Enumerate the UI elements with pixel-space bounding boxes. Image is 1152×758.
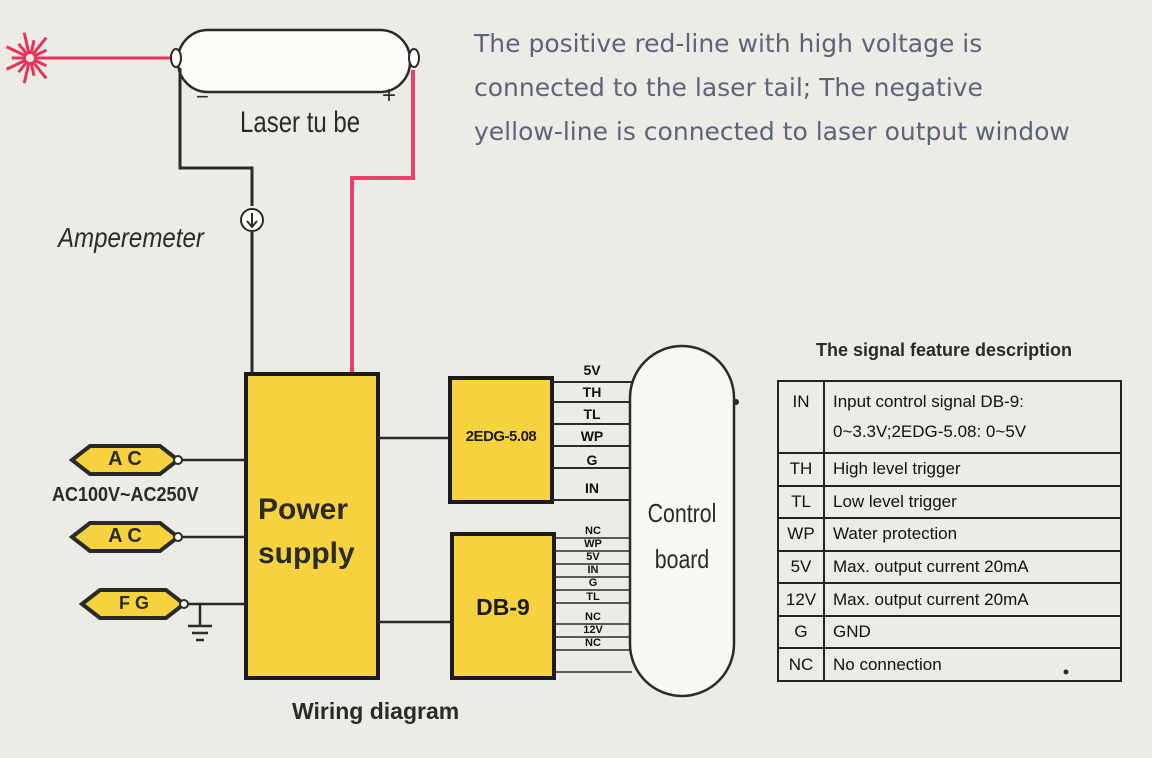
fg-tag-label: F G [119, 593, 149, 613]
signal-table-title: The signal feature description [816, 340, 1073, 360]
fg-tag [78, 588, 246, 620]
pin-db9-g: G [588, 577, 598, 589]
pin-db9-wp: WP [584, 538, 602, 550]
ac-range-label: AC100V~AC250V [52, 484, 199, 506]
table-row: G GND [777, 614, 1122, 650]
pin-2edg-5v: 5V [583, 362, 601, 378]
power-supply-label: Power supply [258, 488, 355, 576]
negative-wire [178, 68, 254, 206]
table-row: IN Input control signal DB-9: 0~3.3V;2ED… [777, 380, 1122, 454]
pin-2edg-tl: TL [583, 406, 601, 422]
power-supply-line-1: Power [258, 493, 349, 526]
ac-tag-1-label: A C [108, 448, 142, 470]
pin-db9-nc-3: NC [585, 637, 601, 649]
signal-desc-line-2: 0~3.3V;2EDG-5.08: 0~5V [833, 422, 1027, 441]
signal-code: IN [777, 380, 825, 454]
pin-db9-in: IN [587, 564, 599, 576]
laser-ray [22, 32, 31, 55]
laser-ray [32, 58, 48, 68]
laser-ray [5, 45, 28, 58]
laser-ray [31, 60, 48, 80]
note-line-3: yellow-line is connected to laser output… [474, 117, 1070, 146]
ac-tag-1 [68, 444, 246, 476]
connector-2edg-label: 2EDG-5.08 [465, 428, 537, 445]
laser-burst-icon [5, 32, 56, 84]
table-row: WP Water protection [777, 517, 1122, 552]
pin-db9-nc-2: NC [585, 611, 601, 623]
laser-ray [31, 36, 48, 56]
ac-tag-2 [68, 521, 246, 553]
positive-wire [350, 70, 415, 374]
control-board-box [628, 344, 736, 698]
control-board-line-1: Control [647, 498, 717, 528]
signal-code: 12V [777, 582, 825, 617]
wiring-note: The positive red-line with high voltage … [474, 22, 1144, 154]
table-row: NC No connection [777, 647, 1122, 682]
laser-tube [170, 28, 420, 94]
amperemeter-label: Amperemeter [58, 222, 204, 253]
note-line-1: The positive red-line with high voltage … [474, 29, 983, 58]
signal-desc: Water protection [823, 517, 1122, 552]
table-row: 12V Max. output current 20mA [777, 582, 1122, 617]
laser-tube-label: Laser tu be [240, 106, 361, 139]
signal-desc: No connection [823, 647, 1122, 682]
signal-table: IN Input control signal DB-9: 0~3.3V;2ED… [777, 380, 1122, 682]
pin-2edg-g: G [586, 452, 598, 468]
laser-ray [29, 39, 36, 55]
signal-code: G [777, 614, 825, 650]
connector-2edg-box [448, 376, 554, 504]
pin-db9-nc-1: NC [585, 525, 601, 537]
ac-tag-2-label: A C [108, 525, 142, 547]
laser-ray [29, 61, 36, 77]
laser-ray [17, 60, 29, 74]
pin-db9-12v: 12V [583, 624, 603, 636]
laser-ray [22, 61, 31, 84]
signal-code: TH [777, 452, 825, 487]
table-row: TH High level trigger [777, 452, 1122, 487]
signal-code: 5V [777, 549, 825, 585]
connector-db9-box [450, 532, 556, 680]
ground-icon [188, 604, 212, 642]
negative-terminal-label: − [196, 84, 209, 109]
pin-db9-5v: 5V [586, 551, 600, 563]
signal-desc: Max. output current 20mA [823, 549, 1122, 585]
laser-ray [17, 42, 29, 56]
signal-desc: Low level trigger [823, 484, 1122, 520]
pin-2edg-in: IN [585, 480, 599, 496]
table-row: TL Low level trigger [777, 484, 1122, 520]
signal-desc: High level trigger [823, 452, 1122, 487]
connector-db9-label: DB-9 [476, 594, 530, 620]
signal-desc: Input control signal DB-9: 0~3.3V;2EDG-5… [823, 380, 1122, 454]
signal-code: TL [777, 484, 825, 520]
signal-code: WP [777, 517, 825, 552]
pin-2edg-wp: WP [580, 428, 604, 444]
table-row: 5V Max. output current 20mA [777, 549, 1122, 585]
control-board-label: Control board [644, 490, 719, 582]
note-line-2: connected to the laser tail; The negativ… [474, 73, 983, 102]
signal-desc: GND [823, 614, 1122, 650]
laser-ray [5, 58, 28, 71]
power-supply-line-2: supply [258, 537, 355, 570]
signal-desc: Max. output current 20mA [823, 582, 1122, 617]
control-board-line-2: board [654, 544, 710, 574]
positive-terminal-label: + [382, 82, 397, 109]
signal-desc-line-1: Input control signal DB-9: [833, 392, 1024, 411]
wiring-diagram-caption: Wiring diagram [292, 698, 460, 724]
pin-db9-tl: TL [586, 591, 600, 603]
signal-code: NC [777, 647, 825, 682]
power-supply-box [244, 372, 380, 680]
pin-2edg-th: TH [582, 384, 602, 400]
laser-ray [32, 48, 48, 58]
